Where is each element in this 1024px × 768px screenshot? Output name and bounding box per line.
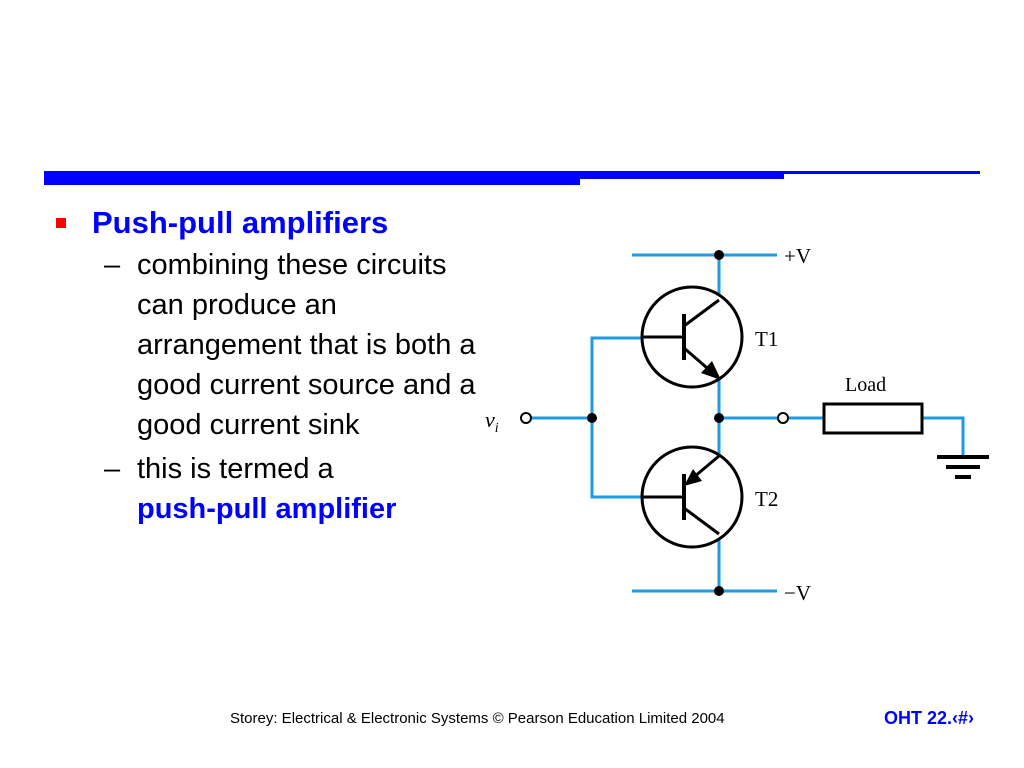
transistor-t1 [640,285,744,389]
title-rule [44,171,980,185]
load-resistor [822,402,924,435]
bullet-list: Push-pull amplifiers – combining these c… [50,205,480,529]
base-wire [590,336,642,499]
input-voltage-label: vi [485,407,499,436]
emphasis-text: push-pull amplifier [137,493,397,525]
junction-dot [714,250,724,260]
slide-number: OHT 22.‹#› [884,708,975,728]
dash-marker: – [104,453,121,485]
junction-dot [714,413,724,423]
junction-dot [714,586,724,596]
input-voltage-symbol: v [485,407,495,432]
sub-bullet-text: combining these circuits can produce an … [137,249,476,441]
sub-bullet-text: this is termed a [137,453,334,485]
junction-dot [587,413,597,423]
t1-label: T1 [755,327,778,351]
load-ground-wire [922,416,965,455]
heading-text: Push-pull amplifiers [92,205,389,240]
load-label: Load [845,374,886,396]
output-terminal [777,412,789,424]
sub-bullet-1: – combining these circuits can produce a… [50,245,480,445]
t2-label: T2 [755,487,778,511]
sub-bullet-2: – this is termed a push-pull amplifier [50,449,480,529]
ground-icon [937,455,989,479]
input-terminal [520,412,532,424]
footer-citation: Storey: Electrical & Electronic Systems … [230,710,725,727]
positive-supply-label: +V [784,244,811,268]
push-pull-circuit-diagram: +V −V T1 T2 Load vi [485,244,989,605]
negative-supply-label: −V [784,581,811,605]
input-voltage-subscript: i [495,421,499,436]
t1-emitter-arrow-icon [701,361,721,380]
dash-marker: – [104,249,121,281]
transistor-t2 [640,445,744,549]
t2-emitter-arrow-icon [684,469,702,486]
bullet-heading: Push-pull amplifiers [50,205,480,241]
square-bullet-icon [56,218,66,228]
